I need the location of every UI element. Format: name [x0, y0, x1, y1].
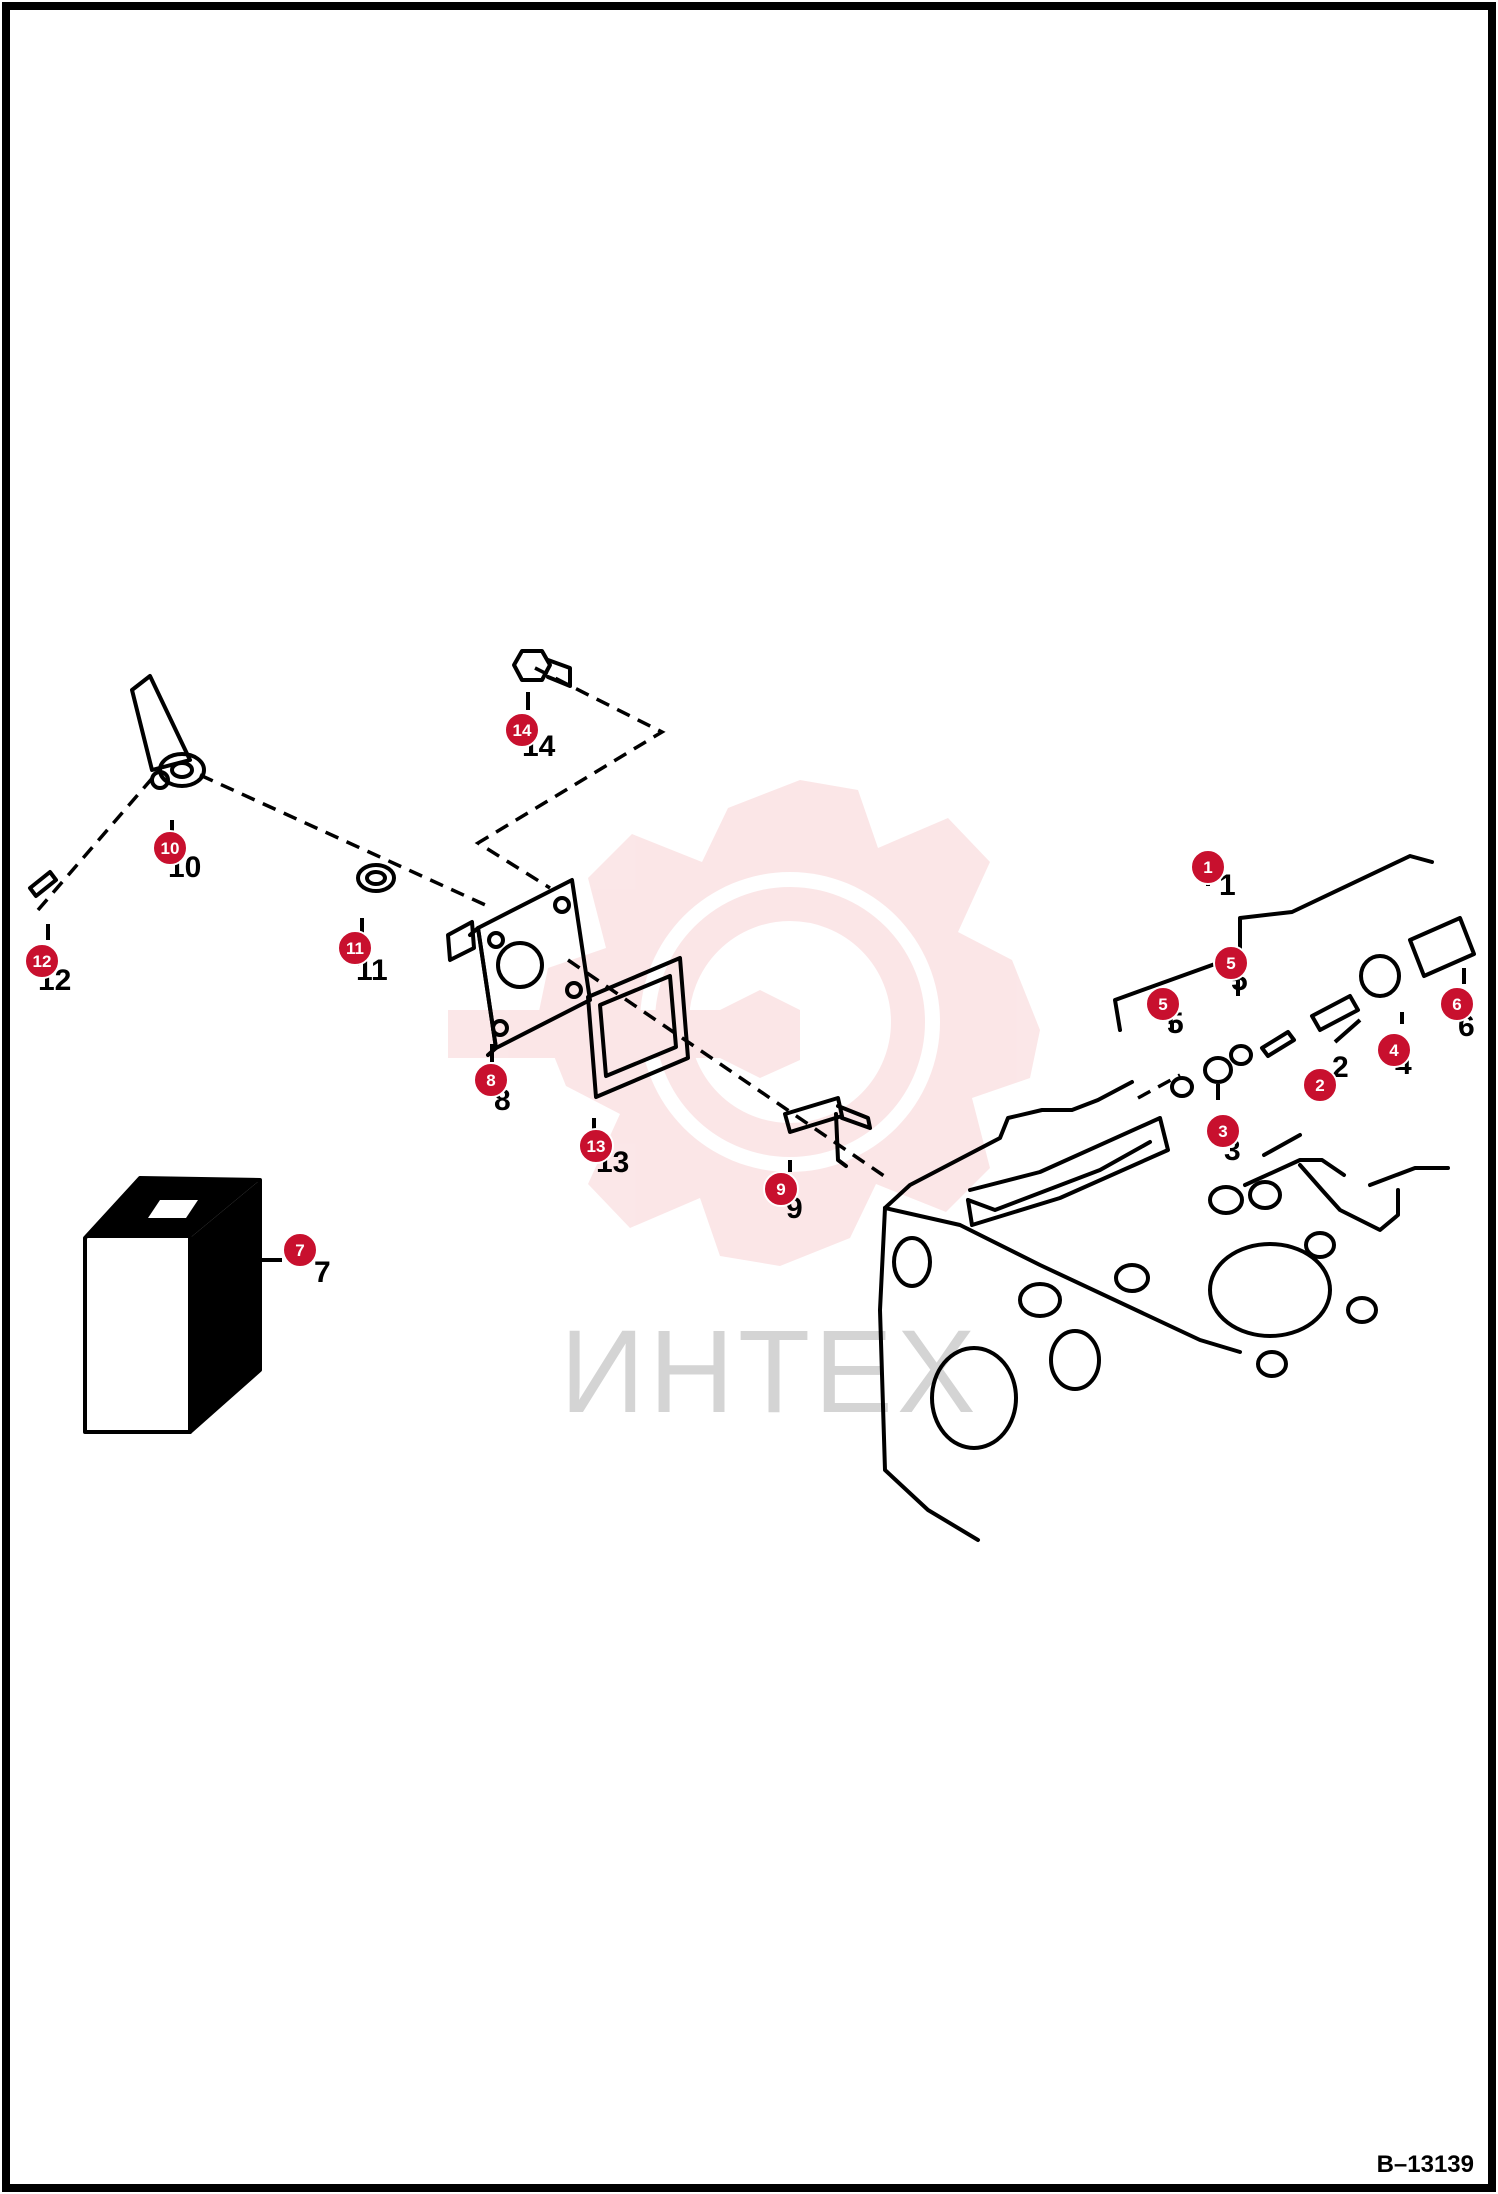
- callout-1[interactable]: 1: [1190, 849, 1226, 885]
- callout-3[interactable]: 3: [1205, 1113, 1241, 1149]
- part-5-washer-b: [1229, 1044, 1253, 1066]
- callout-6[interactable]: 6: [1439, 986, 1475, 1022]
- callout-12[interactable]: 12: [24, 943, 60, 979]
- callout-markers: 1 2 3 4 5 5 6 7 8 9 10 11 12 13 14: [24, 712, 1475, 1268]
- part-number-2: 2: [1332, 1051, 1349, 1084]
- callout-label: 14: [513, 721, 532, 740]
- callout-2[interactable]: 2: [1302, 1067, 1338, 1103]
- callout-marker: [1376, 1032, 1412, 1068]
- callout-marker: [578, 1128, 614, 1164]
- part-2-spring-b: [1310, 994, 1360, 1032]
- callout-7[interactable]: 7: [282, 1232, 318, 1268]
- part-9-shaft: [783, 1096, 872, 1168]
- watermark-gear-logo: [448, 780, 1040, 1266]
- callout-marker: [504, 712, 540, 748]
- part-10-lever: [130, 674, 206, 790]
- callout-5a[interactable]: 5: [1145, 986, 1181, 1022]
- parts-2-6-valve-assembly: [1170, 916, 1476, 1098]
- part-12-pin: [28, 870, 58, 898]
- part-1-brace: [1113, 854, 1434, 1032]
- callout-label: 6: [1452, 995, 1461, 1014]
- watermark-wrench-icon: [448, 990, 800, 1078]
- callout-9[interactable]: 9: [763, 1171, 799, 1207]
- callout-label: 11: [346, 939, 364, 958]
- callout-13[interactable]: 13: [578, 1128, 614, 1164]
- callout-label: 9: [776, 1180, 785, 1199]
- part-6-plug: [1408, 916, 1476, 978]
- callout-marker: [152, 830, 188, 866]
- callout-label: 4: [1389, 1041, 1399, 1060]
- engine-block: [878, 1080, 1450, 1542]
- callout-14[interactable]: 14: [504, 712, 540, 748]
- callout-marker: [473, 1062, 509, 1098]
- callout-marker: [282, 1232, 318, 1268]
- part-number-1: 1: [1219, 869, 1236, 902]
- part-5-washer-a: [1170, 1076, 1194, 1098]
- part-14-bolt: [512, 649, 572, 688]
- part-13-gasket: [586, 956, 690, 1099]
- callout-label: 5: [1226, 954, 1235, 973]
- callout-4[interactable]: 4: [1376, 1032, 1412, 1068]
- callout-marker: [1190, 849, 1226, 885]
- part-number-7: 7: [314, 1256, 331, 1289]
- callout-marker: [1205, 1113, 1241, 1149]
- callout-marker: [1439, 986, 1475, 1022]
- callout-label: 10: [161, 839, 180, 858]
- callout-8[interactable]: 8: [473, 1062, 509, 1098]
- watermark-inner-circle: [640, 872, 940, 1172]
- callout-label: 1: [1203, 858, 1212, 877]
- callout-label: 12: [33, 952, 52, 971]
- callout-marker: [1213, 945, 1249, 981]
- part-2-spring-a: [1260, 1030, 1296, 1058]
- callout-label: 3: [1218, 1122, 1227, 1141]
- callout-marker: [1302, 1067, 1338, 1103]
- callout-10[interactable]: 10: [152, 830, 188, 866]
- part-4-cap-nut: [1359, 954, 1401, 998]
- callout-marker: [1145, 986, 1181, 1022]
- callout-11[interactable]: 11: [337, 930, 373, 966]
- callout-label: 2: [1315, 1076, 1324, 1095]
- watermark-text: ИНТЕХ: [560, 1306, 980, 1438]
- part-7-kit-box: [83, 1176, 262, 1434]
- callout-marker: [337, 930, 373, 966]
- callout-label: 7: [295, 1241, 304, 1260]
- callout-marker: [24, 943, 60, 979]
- part-11-bushing: [356, 863, 396, 893]
- part-3-nut: [1203, 1056, 1233, 1084]
- callout-marker: [763, 1171, 799, 1207]
- callout-label: 13: [587, 1137, 606, 1156]
- callout-label: 5: [1158, 995, 1167, 1014]
- callout-label: 8: [486, 1071, 495, 1090]
- watermark-gear-icon: [538, 780, 1040, 1266]
- figure-reference: B–13139: [1377, 2151, 1474, 2178]
- callout-5b[interactable]: 5: [1213, 945, 1249, 981]
